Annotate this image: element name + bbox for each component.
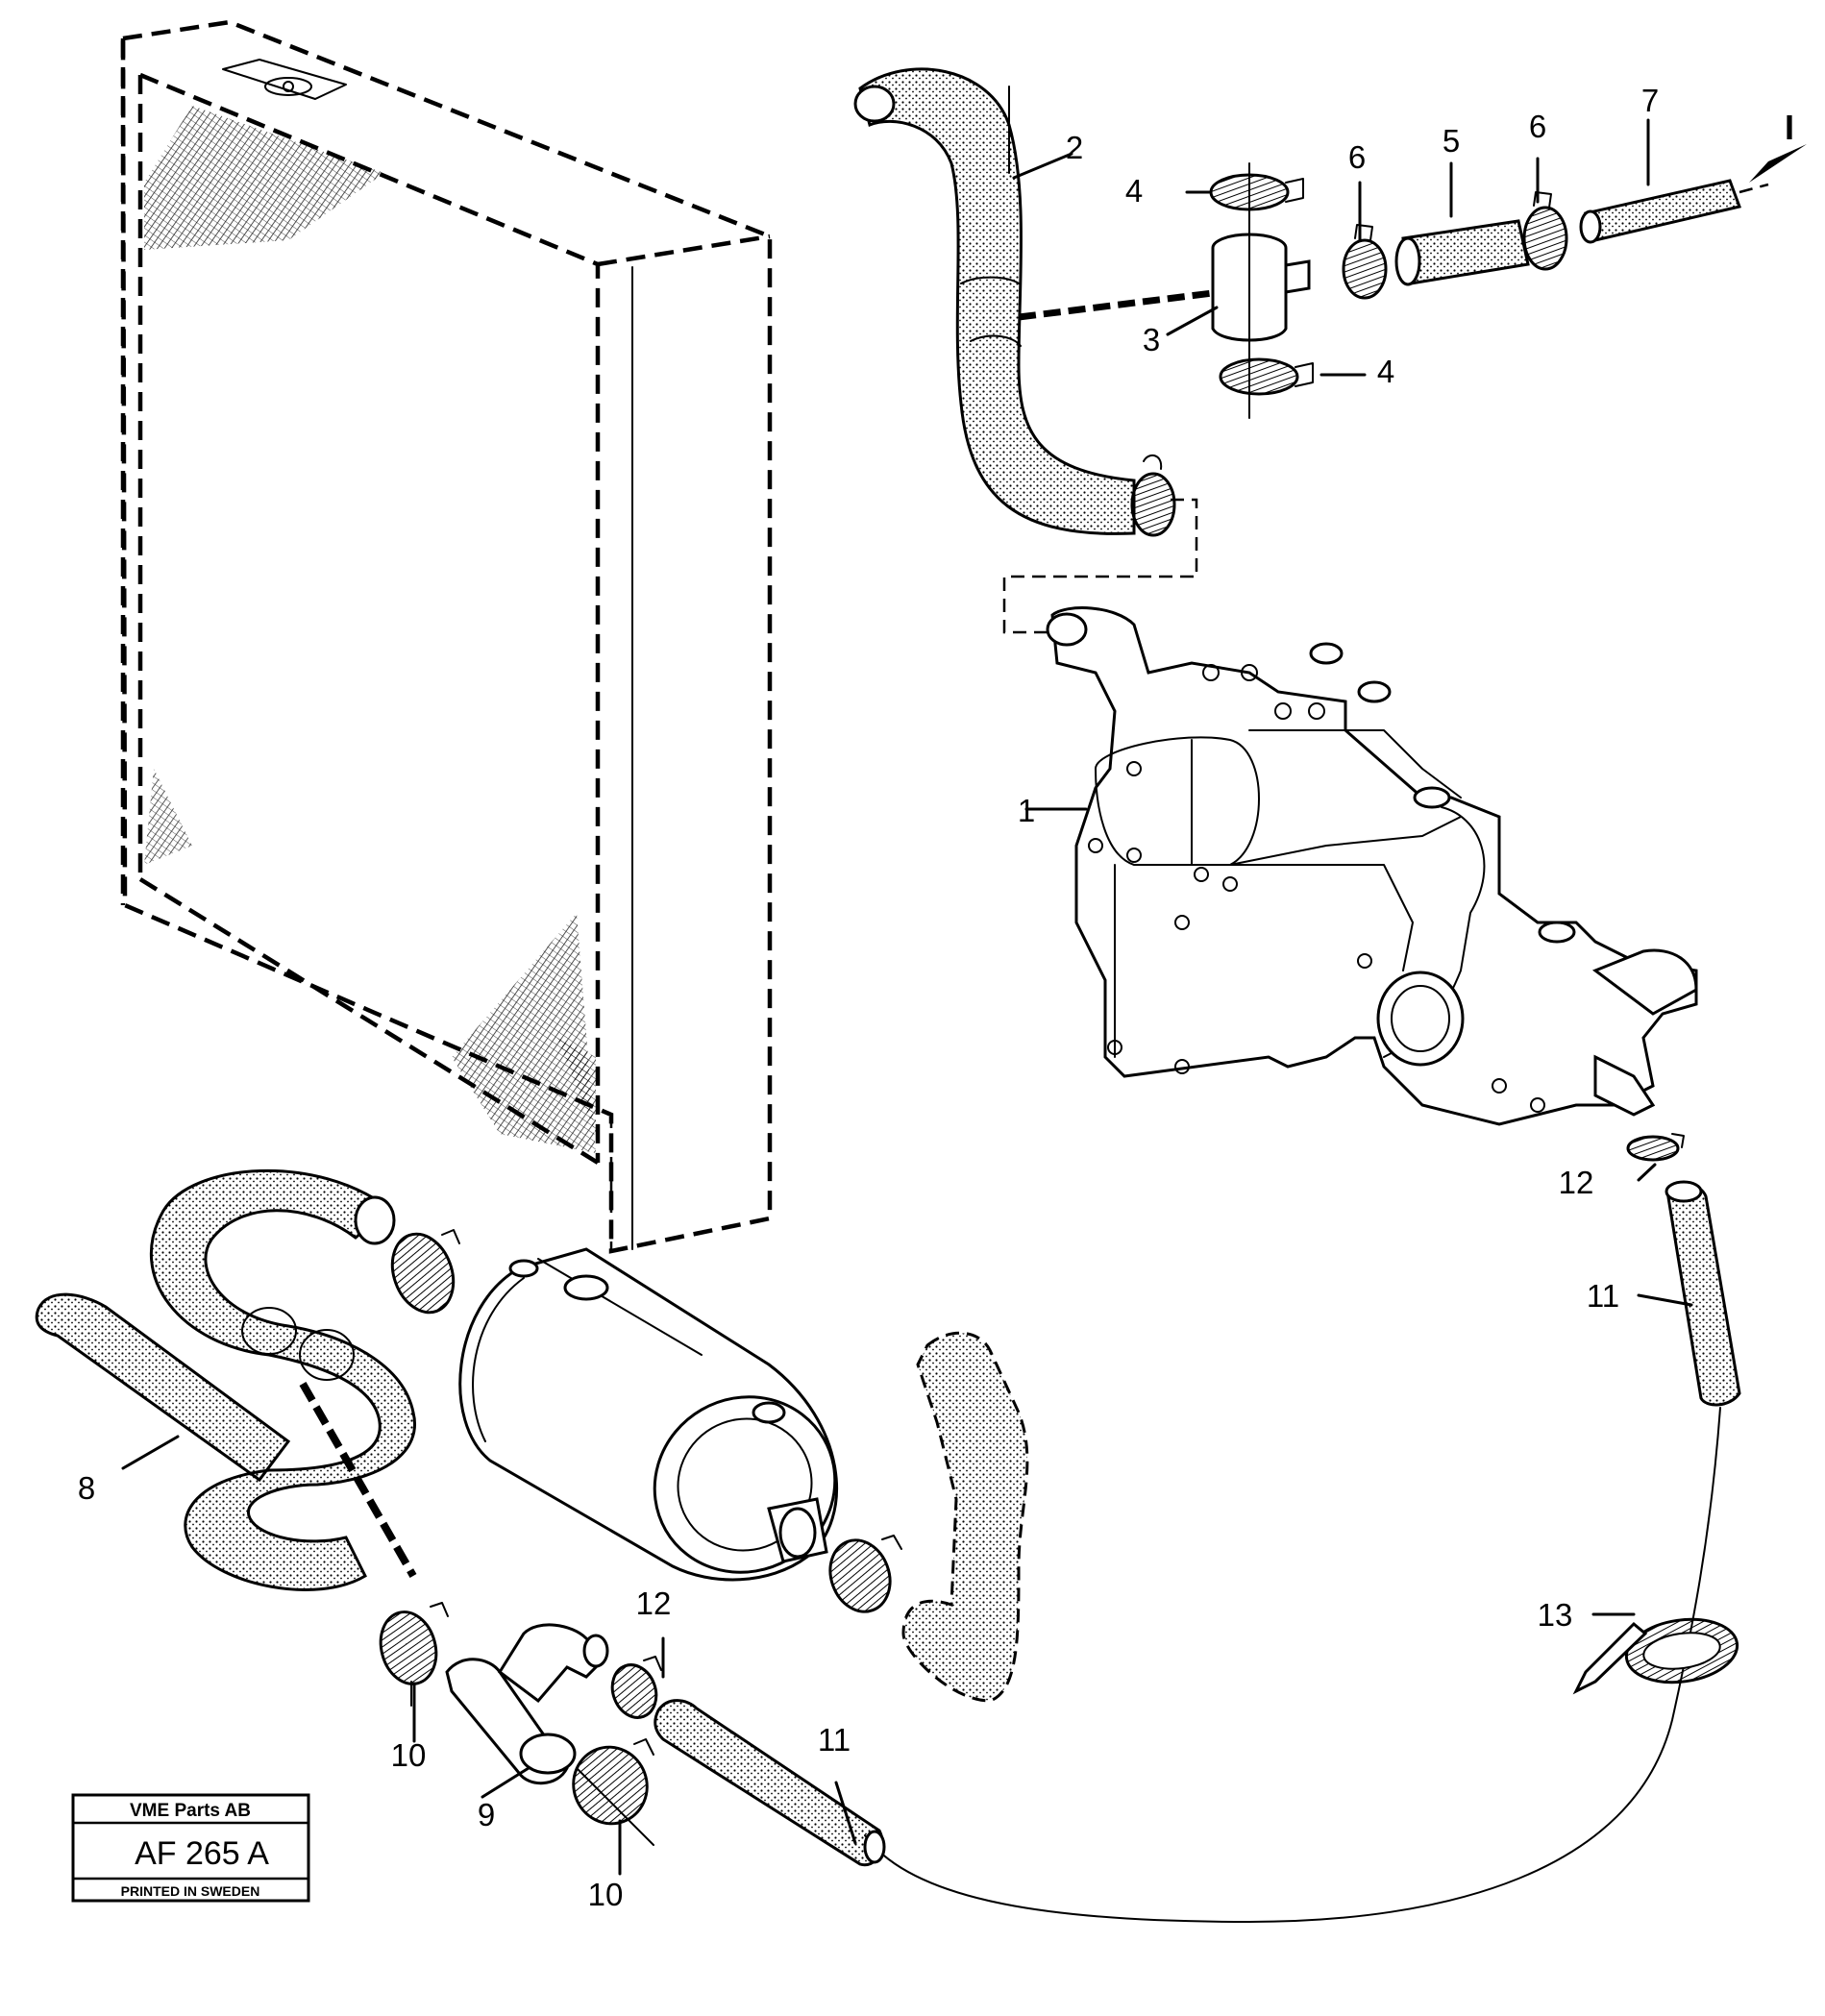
hose-clamp-s-hose bbox=[390, 1229, 460, 1315]
callout-10-left: 10 bbox=[391, 1737, 427, 1773]
pipe-7 bbox=[1579, 179, 1769, 244]
vme-parts-stamp: VME Parts AB AF 265 A PRINTED IN SWEDEN bbox=[71, 1793, 310, 1903]
t-connector bbox=[1211, 233, 1311, 342]
thick-dash-connector-lower bbox=[299, 1382, 417, 1578]
cable-tie-clamp-13 bbox=[1572, 1617, 1739, 1695]
hose-clamp-6-left bbox=[1342, 224, 1388, 300]
hose-clamp-6-right bbox=[1522, 191, 1568, 271]
hose-clamp-10-lower bbox=[572, 1738, 654, 1846]
coolant-hose-11-lower bbox=[654, 1699, 886, 1867]
oil-cooler bbox=[458, 1247, 839, 1582]
callout-2: 2 bbox=[1066, 130, 1083, 165]
water-pump-housing bbox=[1046, 606, 1698, 1126]
callout-3: 3 bbox=[1143, 322, 1160, 357]
callout-6-right: 6 bbox=[1529, 109, 1546, 144]
callout-9: 9 bbox=[478, 1797, 495, 1832]
hose-clamp-upper-hose bbox=[1130, 454, 1176, 537]
callout-4-bottom: 4 bbox=[1377, 354, 1394, 389]
callout-6-left: 6 bbox=[1348, 139, 1366, 175]
leader-lines bbox=[121, 118, 1693, 1876]
callout-4-top: 4 bbox=[1125, 173, 1143, 209]
callout-11-lower: 11 bbox=[818, 1722, 851, 1758]
flow-direction-arrow bbox=[1749, 144, 1807, 183]
thick-dash-connector bbox=[1018, 289, 1214, 321]
callout-1: 1 bbox=[1018, 793, 1035, 828]
callout-8: 8 bbox=[78, 1470, 95, 1506]
flow-marker-label: I bbox=[1785, 108, 1794, 147]
short-hose bbox=[1394, 219, 1530, 286]
callout-11-right: 11 bbox=[1587, 1278, 1619, 1314]
hose-clamp-4-bottom bbox=[1219, 357, 1314, 396]
dashed-return-hose bbox=[901, 1331, 1029, 1703]
stamp-code: AF 265 A bbox=[135, 1835, 269, 1872]
radiator-outlet-s-hose bbox=[149, 1168, 416, 1591]
radiator bbox=[120, 19, 773, 1254]
callout-10-lower: 10 bbox=[588, 1877, 624, 1912]
hose-clamp-oil-cooler-outlet bbox=[828, 1535, 902, 1613]
stamp-company: VME Parts AB bbox=[130, 1801, 251, 1821]
hose-clamp-12-right bbox=[1626, 1133, 1685, 1162]
callout-7: 7 bbox=[1641, 83, 1659, 118]
hose-clamp-10-left bbox=[379, 1602, 449, 1707]
hose-8 bbox=[35, 1292, 291, 1483]
callout-12-right: 12 bbox=[1559, 1165, 1594, 1200]
coolant-hose-11-right bbox=[864, 1180, 1741, 1923]
callout-13: 13 bbox=[1538, 1597, 1573, 1633]
assembly-line bbox=[1002, 498, 1198, 634]
upper-hose bbox=[853, 67, 1136, 535]
callout-12-lower: 12 bbox=[636, 1586, 672, 1621]
t-piece-9 bbox=[445, 1623, 609, 1785]
stamp-printed: PRINTED IN SWEDEN bbox=[121, 1883, 260, 1899]
hose-clamp-12-lower bbox=[610, 1656, 662, 1719]
hose-clamp-4-top bbox=[1209, 173, 1304, 211]
callout-5: 5 bbox=[1443, 123, 1460, 159]
